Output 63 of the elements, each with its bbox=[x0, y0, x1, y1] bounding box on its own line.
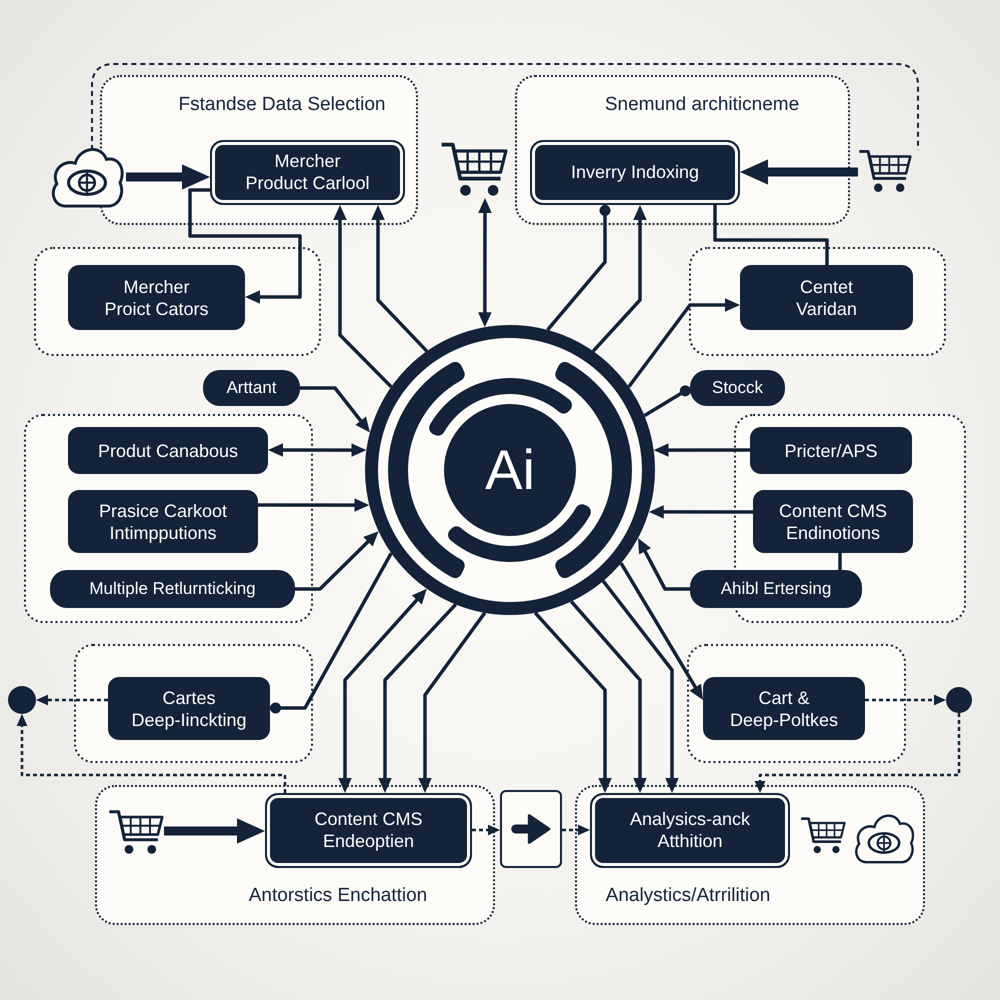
process-box: Analysics-anck Atthition bbox=[590, 793, 790, 868]
arrow bbox=[648, 505, 753, 519]
process-box: Centet Varidan bbox=[740, 265, 913, 330]
process-box: Prasice Carkoot Intimpputions bbox=[68, 490, 258, 553]
double-headed-arrow bbox=[338, 588, 427, 793]
rounded-tag: Multiple Retlurnticking bbox=[50, 570, 295, 608]
dashed-arrow bbox=[754, 713, 960, 793]
dashed-arrow bbox=[472, 824, 500, 836]
arrow bbox=[592, 205, 647, 352]
arrow bbox=[295, 531, 379, 591]
arrow-tile bbox=[500, 790, 562, 868]
hub-label: Ai bbox=[485, 440, 535, 500]
group-panel bbox=[95, 785, 495, 925]
arrow bbox=[258, 498, 370, 512]
process-box: Content CMS Endinotions bbox=[753, 490, 913, 553]
dashed-arrow bbox=[36, 694, 108, 706]
double-headed-arrow bbox=[478, 198, 492, 328]
arrow bbox=[638, 538, 690, 591]
arrow bbox=[371, 205, 428, 352]
dashed-arrow bbox=[562, 824, 590, 836]
arrow bbox=[620, 562, 703, 700]
rounded-tag: Ahibl Ertersing bbox=[690, 570, 862, 608]
junction-dot bbox=[946, 687, 972, 713]
arrow bbox=[602, 580, 679, 793]
rounded-tag: Stocck bbox=[690, 370, 785, 406]
dashed-arrow bbox=[865, 694, 946, 706]
dashed-arrow bbox=[16, 714, 286, 793]
panel-heading: Fstandse Data Selection bbox=[178, 93, 386, 117]
thick-arrow bbox=[164, 818, 265, 844]
panel-heading: Snemund architicneme bbox=[604, 93, 800, 117]
process-box: Cartes Deep-Iinckting bbox=[108, 677, 270, 740]
process-box: Produt Canabous bbox=[68, 427, 268, 474]
arrow bbox=[188, 188, 302, 304]
thick-arrow bbox=[740, 159, 858, 185]
rounded-tag: Arttant bbox=[203, 370, 300, 406]
panel-heading: Antorstics Enchattion bbox=[248, 884, 428, 908]
arrow bbox=[300, 386, 370, 432]
dot-ended-line bbox=[546, 205, 610, 332]
process-box: Cart & Deep-Poltkes bbox=[703, 677, 865, 740]
dot-ended-line bbox=[644, 385, 691, 418]
arrow bbox=[627, 298, 740, 388]
group-panel bbox=[100, 75, 418, 225]
arrow bbox=[378, 603, 457, 793]
process-box: Inverry Indoxing bbox=[530, 140, 740, 205]
arrow bbox=[333, 205, 392, 388]
hub-circle bbox=[365, 325, 655, 615]
process-box: Pricter/APS bbox=[750, 427, 912, 474]
connector-line bbox=[838, 553, 842, 570]
connector-line bbox=[713, 205, 829, 265]
process-box: Content CMS Endeoptien bbox=[265, 793, 472, 868]
dot-ended-line bbox=[270, 552, 393, 714]
process-box: Mercher Proict Cators bbox=[68, 265, 245, 330]
process-box: Mercher Product Carlool bbox=[210, 140, 405, 205]
group-panel bbox=[515, 75, 850, 225]
panel-heading: Analystics/Atrrilition bbox=[606, 884, 770, 908]
arrow bbox=[534, 612, 612, 793]
thick-arrow bbox=[126, 164, 210, 190]
junction-dot bbox=[8, 686, 36, 714]
arrow bbox=[570, 600, 647, 793]
arrow bbox=[418, 612, 486, 793]
arrow bbox=[654, 443, 750, 457]
group-panel bbox=[575, 785, 925, 925]
double-headed-arrow bbox=[268, 443, 366, 457]
